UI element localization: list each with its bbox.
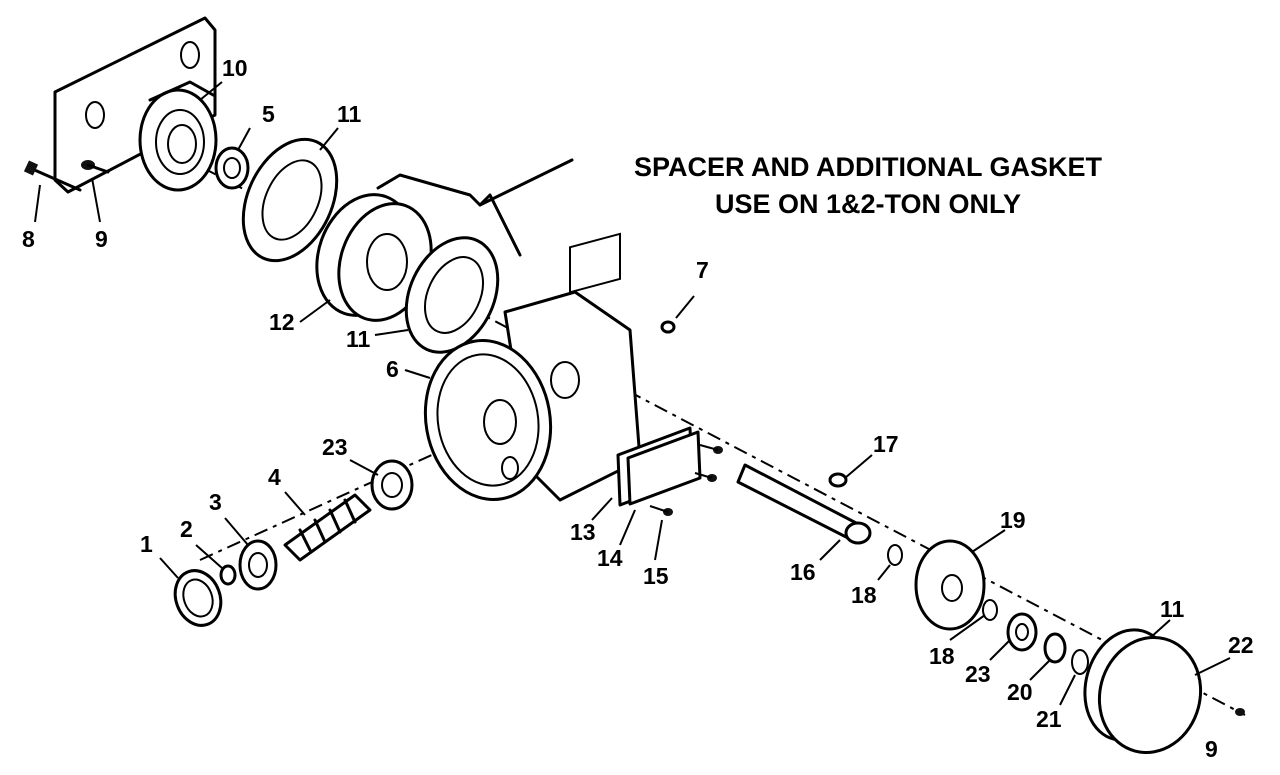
callout-23a: 23 <box>322 434 348 460</box>
callout-10: 10 <box>222 55 248 81</box>
callout-18a: 18 <box>851 582 877 608</box>
callout-11a: 11 <box>337 101 362 127</box>
callout-6: 6 <box>386 356 399 382</box>
callout-17: 17 <box>873 431 899 457</box>
part-10-mounting-bracket <box>53 16 218 194</box>
callout-7: 7 <box>696 257 709 283</box>
part-18-snap-ring-lower <box>982 599 998 621</box>
callout-labels: 1 2 3 4 5 6 7 8 9 9 10 11 11 11 12 13 14… <box>22 55 1254 762</box>
leader-lines <box>34 81 1231 706</box>
part-8-screw <box>23 160 82 192</box>
caption-line-1: SPACER AND ADDITIONAL GASKET <box>634 152 1103 182</box>
callout-5: 5 <box>262 101 275 127</box>
callout-11c: 11 <box>1160 596 1185 622</box>
callout-19: 19 <box>1000 507 1026 533</box>
callout-16: 16 <box>790 559 816 585</box>
part-18-snap-ring-upper <box>887 544 903 566</box>
part-22-end-cover <box>1097 636 1203 754</box>
part-2-washer <box>219 564 237 586</box>
part-7-set-screw <box>660 295 695 334</box>
part-9-screw-left <box>81 160 110 174</box>
part-20-washer <box>1043 632 1067 664</box>
callout-11b: 11 <box>346 326 371 352</box>
callout-1: 1 <box>140 531 153 557</box>
part-4-worm <box>283 493 372 562</box>
callout-13: 13 <box>570 519 596 545</box>
caption-bracket <box>376 158 574 257</box>
callout-2: 2 <box>180 516 193 542</box>
callout-22: 22 <box>1228 632 1254 658</box>
callout-20: 20 <box>1007 679 1033 705</box>
callout-4: 4 <box>268 464 281 490</box>
caption-line-2: USE ON 1&2-TON ONLY <box>715 189 1021 219</box>
callout-14: 14 <box>597 545 623 571</box>
part-16-shaft <box>736 463 872 545</box>
part-19-worm-gear <box>914 539 986 631</box>
part-3-bearing <box>238 539 278 591</box>
callout-18b: 18 <box>929 643 955 669</box>
part-5-bearing <box>214 146 250 190</box>
callout-8: 8 <box>22 226 35 252</box>
part-23-bearing-right <box>1006 612 1038 652</box>
part-9-screw-right <box>1235 708 1245 716</box>
callout-3: 3 <box>209 489 222 515</box>
callout-9b: 9 <box>1205 736 1218 762</box>
callout-23b: 23 <box>965 661 991 687</box>
part-11-gasket-upper <box>241 137 339 263</box>
part-6-gear-housing <box>423 232 642 502</box>
callout-21: 21 <box>1036 706 1062 732</box>
part-17-key <box>828 472 848 488</box>
part-15-cover-screws <box>649 444 723 516</box>
part-14-cover-plate <box>626 430 702 506</box>
callout-15: 15 <box>643 563 669 589</box>
part-11-gasket-middle <box>404 236 500 354</box>
part-23-bearing-left <box>370 459 414 511</box>
callout-12: 12 <box>269 309 295 335</box>
part-21-o-ring <box>1071 649 1089 675</box>
callout-9a: 9 <box>95 226 108 252</box>
part-1-seal <box>173 569 223 627</box>
